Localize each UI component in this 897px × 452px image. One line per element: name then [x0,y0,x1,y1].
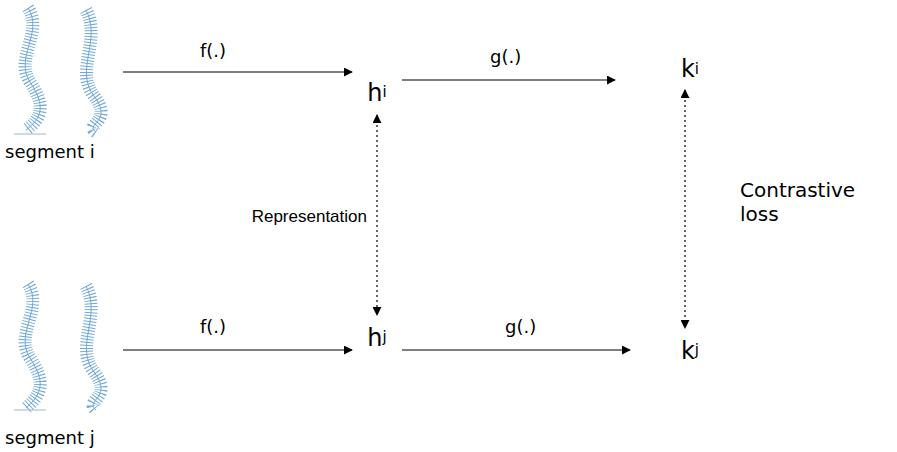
symbol-letter: h [367,81,382,105]
edge-label: g(.) [505,316,565,338]
symbol-subscript: i [695,62,699,77]
mapping-arrow [123,349,352,350]
signal-segment: segment j [5,276,123,448]
waveform [25,8,101,132]
vector-symbol: hi [352,70,402,115]
mapping-arrow [402,349,630,350]
mapping-arrow [123,71,352,72]
symbol-subscript: j [695,343,699,358]
vector-symbol: kj [630,328,750,373]
symbol-subscript: j [383,330,387,345]
segment-label: segment i [5,142,95,162]
edge-label: g(.) [490,46,550,68]
segment-label: segment j [5,428,95,448]
vector-symbol: ki [615,48,765,90]
symbol-letter: h [367,326,382,350]
mapping-arrow [402,79,615,80]
edge-label: Representation [222,207,367,227]
baseline [14,134,46,135]
dotted-double-arrow [684,90,685,328]
baseline [14,410,46,411]
dotted-double-arrow [376,115,377,315]
edge-label: f(.) [200,40,260,62]
waveform [25,284,101,410]
signal-segment: segment i [5,2,123,162]
edge-label: f(.) [200,316,260,338]
vector-symbol: hj [352,315,402,360]
edge-label: Contrastive loss [740,178,875,226]
symbol-letter: k [681,339,695,363]
symbol-letter: k [681,57,695,81]
symbol-subscript: i [383,85,387,100]
